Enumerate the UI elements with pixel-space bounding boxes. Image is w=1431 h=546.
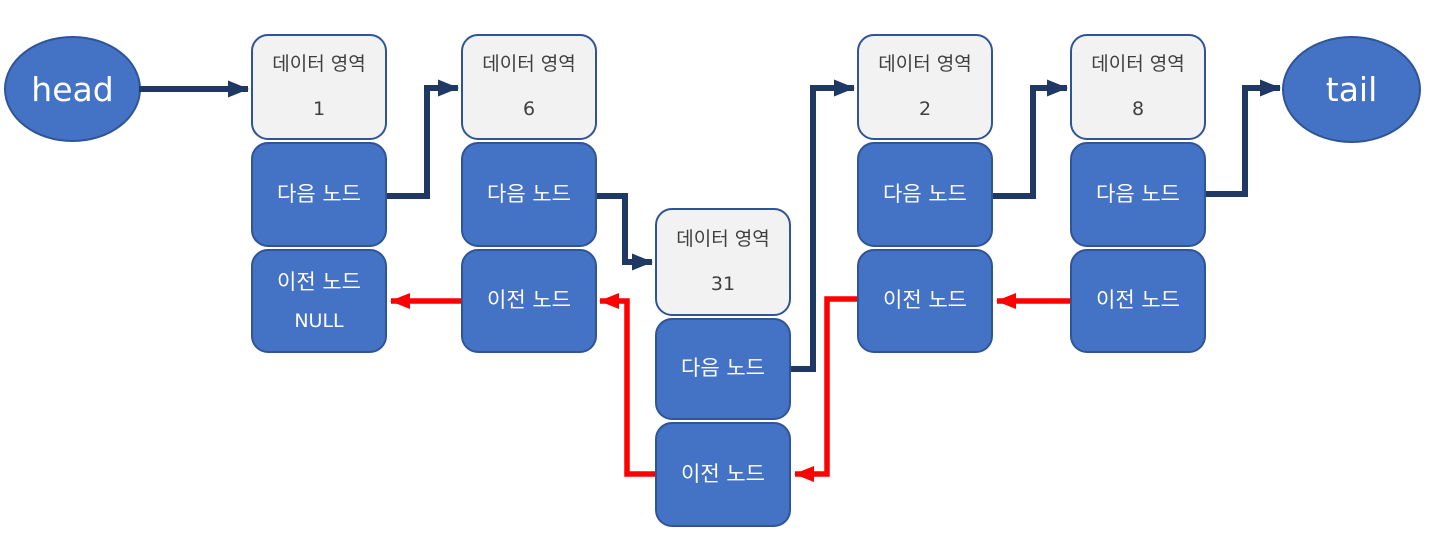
node3-data-label: 데이터 영역 [676,228,770,251]
node3-next-label: 다음 노드 [681,356,765,381]
next-pointer-arrow [993,79,1068,199]
node4-data-label: 데이터 영역 [878,53,972,76]
node1-prev-value: NULL [294,309,344,332]
node1-next-label: 다음 노드 [277,181,361,206]
node5-data-value: 8 [1131,98,1145,120]
node3-data-box: 데이터 영역 31 [655,208,791,316]
node2-data-label: 데이터 영역 [482,53,576,76]
node1-data-value: 1 [312,98,326,120]
node2-data-box: 데이터 영역 6 [461,34,597,140]
node1-prev-box: 이전 노드 NULL [251,249,387,353]
node4-prev-label: 이전 노드 [883,288,967,313]
node5-prev-box: 이전 노드 [1070,249,1206,353]
tail-label: tail [1325,70,1378,109]
node2-prev-label: 이전 노드 [487,288,571,313]
node5-data-box: 데이터 영역 8 [1070,34,1206,140]
tail-pointer-ellipse: tail [1282,36,1421,143]
node4-next-box: 다음 노드 [857,142,993,247]
head-label: head [31,69,114,109]
node5-data-label: 데이터 영역 [1091,53,1185,76]
head-pointer-ellipse: head [4,36,141,142]
prev-pointer-arrow [599,293,655,477]
node2-prev-box: 이전 노드 [461,249,597,353]
next-pointer-arrow [387,79,459,199]
node3-prev-label: 이전 노드 [681,461,765,486]
prev-pointer-arrow [794,296,857,482]
node1-data-box: 데이터 영역 1 [251,34,387,140]
node4-next-label: 다음 노드 [883,181,967,206]
node3-next-box: 다음 노드 [655,318,791,420]
node1-data-label: 데이터 영역 [272,53,366,76]
next-pointer-arrow [1206,79,1281,197]
node2-next-label: 다음 노드 [487,181,571,206]
node4-prev-box: 이전 노드 [857,249,993,353]
next-pointer-arrow [597,193,653,271]
node5-next-box: 다음 노드 [1070,142,1206,247]
node5-next-label: 다음 노드 [1096,181,1180,206]
node3-prev-box: 이전 노드 [655,422,791,527]
next-pointer-arrow [791,79,855,372]
node2-data-value: 6 [522,98,536,120]
node4-data-box: 데이터 영역 2 [857,34,993,140]
node3-data-value: 31 [710,273,736,295]
node2-next-box: 다음 노드 [461,142,597,247]
node1-prev-label: 이전 노드 [277,269,361,294]
node5-prev-label: 이전 노드 [1096,288,1180,313]
node4-data-value: 2 [918,98,932,120]
node1-next-box: 다음 노드 [251,142,387,247]
